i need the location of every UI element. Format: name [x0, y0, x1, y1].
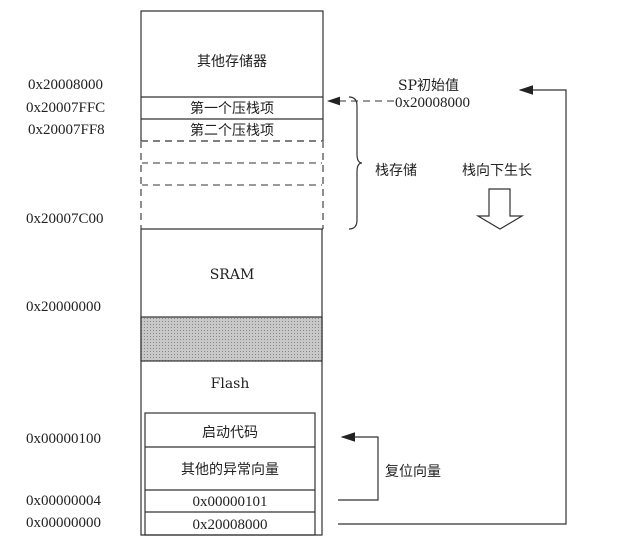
- memory-column-top: [140, 10, 324, 229]
- stack-storage-label: 栈存储: [375, 163, 417, 179]
- address-label: 0x20007FF8: [28, 122, 105, 138]
- reset-vector-label: 复位向量: [385, 463, 441, 480]
- address-label: 0x20008000: [28, 77, 103, 93]
- address-label: 0x00000004: [26, 493, 102, 509]
- address-label: 0x20007FFC: [26, 100, 105, 116]
- address-label: 0x20007C00: [26, 211, 104, 227]
- region-push2: 第二个压栈项: [190, 122, 274, 139]
- sp-value: 0x20008000: [193, 517, 268, 533]
- reserved-band: [140, 316, 323, 362]
- sp-initial-address: 0x20008000: [395, 95, 470, 111]
- reset-vector-value: 0x00000101: [193, 494, 268, 510]
- address-label: 0x20000000: [26, 299, 101, 315]
- region-push1: 第一个压栈项: [190, 100, 274, 117]
- vector-table-box: [144, 412, 316, 536]
- reset-vector-arrow: [338, 432, 379, 501]
- sp-load-arrow: [338, 85, 567, 525]
- stack-brace: [348, 96, 363, 230]
- sp-initial-label: SP初始值: [398, 77, 459, 94]
- region-other-vectors: 其他的异常向量: [181, 462, 279, 478]
- down-arrow-icon: [475, 188, 525, 230]
- address-label: 0x00000000: [26, 515, 101, 531]
- region-flash: Flash: [211, 376, 250, 392]
- stack-grows-down-label: 栈向下生长: [462, 163, 532, 179]
- region-other-memory: 其他存储器: [197, 54, 267, 70]
- region-sram: SRAM: [210, 267, 255, 283]
- region-boot-code: 启动代码: [202, 425, 258, 441]
- address-label: 0x00000100: [26, 431, 101, 447]
